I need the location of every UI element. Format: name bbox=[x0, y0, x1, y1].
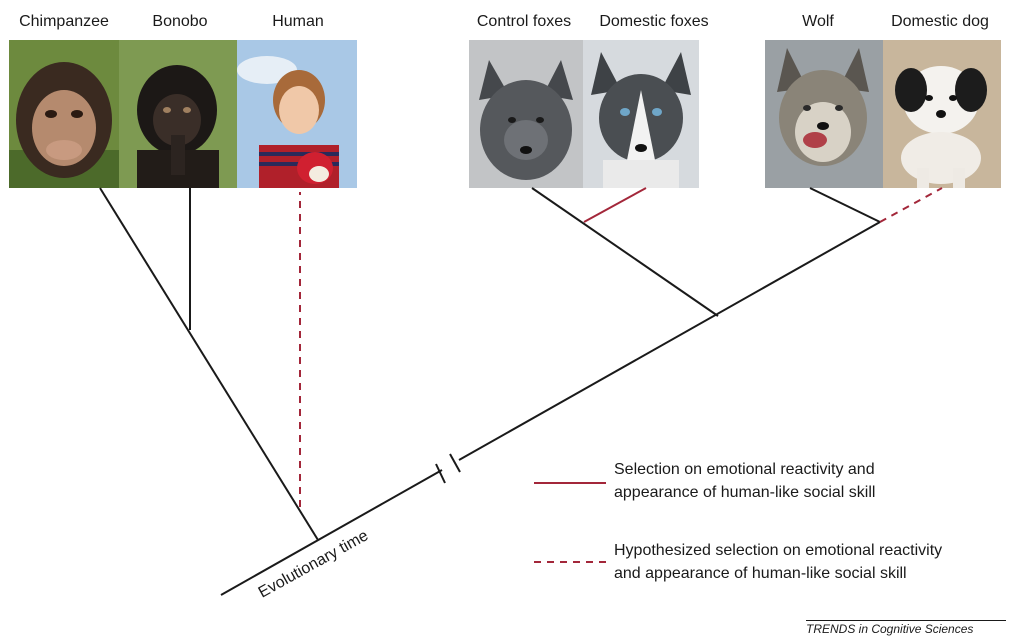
branch-wolf bbox=[810, 188, 880, 222]
branch-primates-stem bbox=[100, 188, 318, 540]
credit-rule bbox=[806, 620, 1006, 621]
legend-solid-text-line2: appearance of human-like social skill bbox=[614, 482, 875, 504]
selection-branch-domestic-foxes bbox=[584, 188, 646, 222]
axis-label-evolutionary-time: Evolutionary time bbox=[256, 527, 372, 601]
trunk-axis-lower bbox=[221, 470, 442, 595]
branch-foxes-stem bbox=[532, 188, 718, 316]
legend-dashed-text-line1: Hypothesized selection on emotional reac… bbox=[614, 540, 942, 562]
credit-text: TRENDS in Cognitive Sciences bbox=[806, 622, 973, 636]
hypothesized-branch-domestic-dog bbox=[880, 188, 942, 222]
axis-break-mark-right bbox=[450, 454, 460, 472]
legend-dashed-text-line2: and appearance of human-like social skil… bbox=[614, 563, 907, 585]
trunk-axis-upper bbox=[459, 222, 880, 460]
legend-solid-text-line1: Selection on emotional reactivity and bbox=[614, 459, 875, 481]
